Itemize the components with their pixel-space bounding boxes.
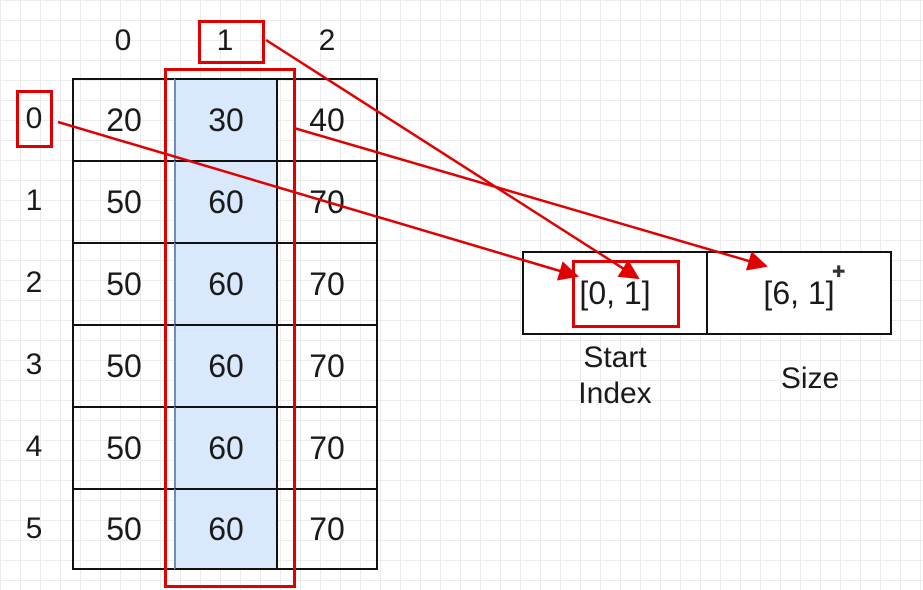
matrix-cell: 60 [174, 242, 278, 326]
size-cell: [6, 1] [706, 251, 892, 335]
plus-icon: ✚ [832, 264, 846, 281]
row-label: 4 [25, 430, 43, 463]
arrow-column-to-size [293, 126, 768, 271]
row-label: 5 [25, 512, 43, 545]
column-label: 0 [114, 24, 132, 57]
row-label: 0 [25, 102, 43, 135]
size-label: Size [780, 362, 840, 395]
start-index-value: [0, 1] [579, 274, 651, 311]
row-label: 3 [25, 348, 43, 381]
row-label: 1 [25, 184, 43, 217]
size-value: [6, 1] [763, 274, 835, 311]
row-label: 2 [25, 266, 43, 299]
arrow-row-to-start [57, 120, 579, 281]
arrow-column-to-start [265, 38, 640, 280]
matrix-cell: 60 [174, 406, 278, 490]
column-label: 1 [216, 24, 234, 57]
column-label: 2 [318, 24, 336, 57]
matrix-cell: 70 [276, 488, 378, 570]
start-index-label: Start Index [578, 341, 652, 410]
